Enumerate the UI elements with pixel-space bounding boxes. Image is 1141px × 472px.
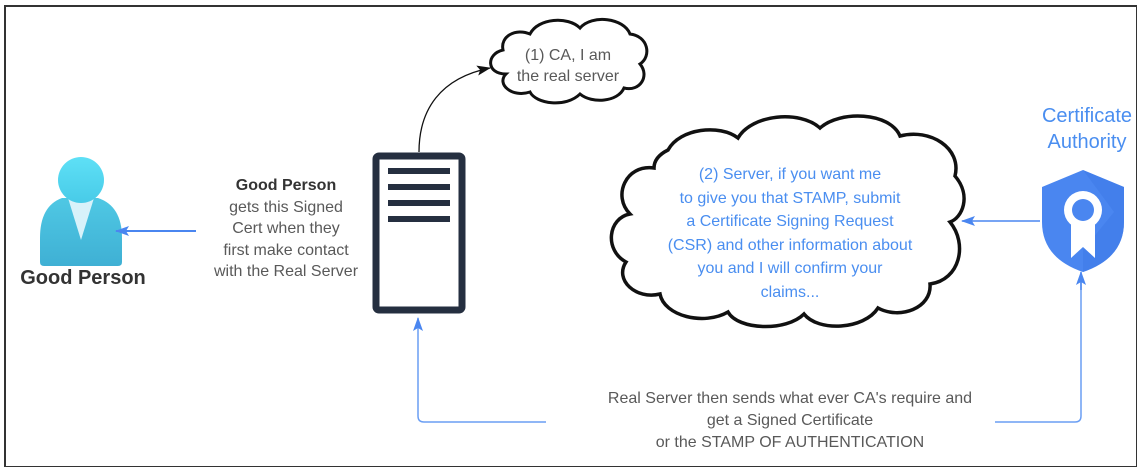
arrow-server-to-cloud1 [418, 65, 491, 153]
cloud-1-text: (1) CA, I am the real server [500, 45, 636, 87]
bottom-note-line: Real Server then sends what ever CA's re… [607, 390, 973, 407]
certificate-authority-label: Certificate Authority [1022, 103, 1141, 155]
contact-note-line: first make contact [223, 241, 349, 259]
cloud-2-line: you and I will confirm your [697, 260, 883, 277]
arrow-loop-to-server [413, 317, 546, 423]
cloud-2-shape [609, 114, 966, 329]
contact-note-line: with the Real Server [213, 263, 359, 280]
ca-label-line: Certificate [1041, 105, 1133, 127]
contact-note-line: gets this Signed [229, 198, 343, 216]
bottom-note: Real Server then sends what ever CA's re… [500, 388, 1080, 454]
server-icon [372, 152, 466, 314]
cloud-2-line: to give you that STAMP, submit [679, 189, 901, 207]
shield-certificate-icon [1042, 170, 1124, 272]
cloud-2-line: a Certificate Signing Request [686, 213, 894, 230]
bottom-note-line: get a Signed Certificate [706, 412, 874, 429]
good-person-label: Good Person [20, 267, 146, 289]
cloud-2-text: (2) Server, if you want me to give you t… [640, 163, 940, 304]
cloud-2-line: (2) Server, if you want me [698, 166, 882, 183]
cloud-1-line: the real server [516, 68, 620, 85]
person-icon [40, 157, 122, 266]
bottom-note-line: or the STAMP OF AUTHENTICATION [655, 434, 925, 451]
cloud-2-line: (CSR) and other information about [667, 236, 913, 254]
contact-note: Good Person gets this Signed Cert when t… [198, 175, 374, 283]
contact-note-title: Good Person [235, 177, 337, 194]
cloud-1-shape [489, 17, 649, 105]
contact-note-line: Cert when they [232, 220, 340, 237]
arrow-ca-to-server-loop [995, 276, 1082, 423]
cloud-1-line: (1) CA, I am [524, 47, 612, 64]
cloud-2-line: claims... [760, 283, 820, 301]
ca-label-line: Authority [1047, 131, 1127, 153]
